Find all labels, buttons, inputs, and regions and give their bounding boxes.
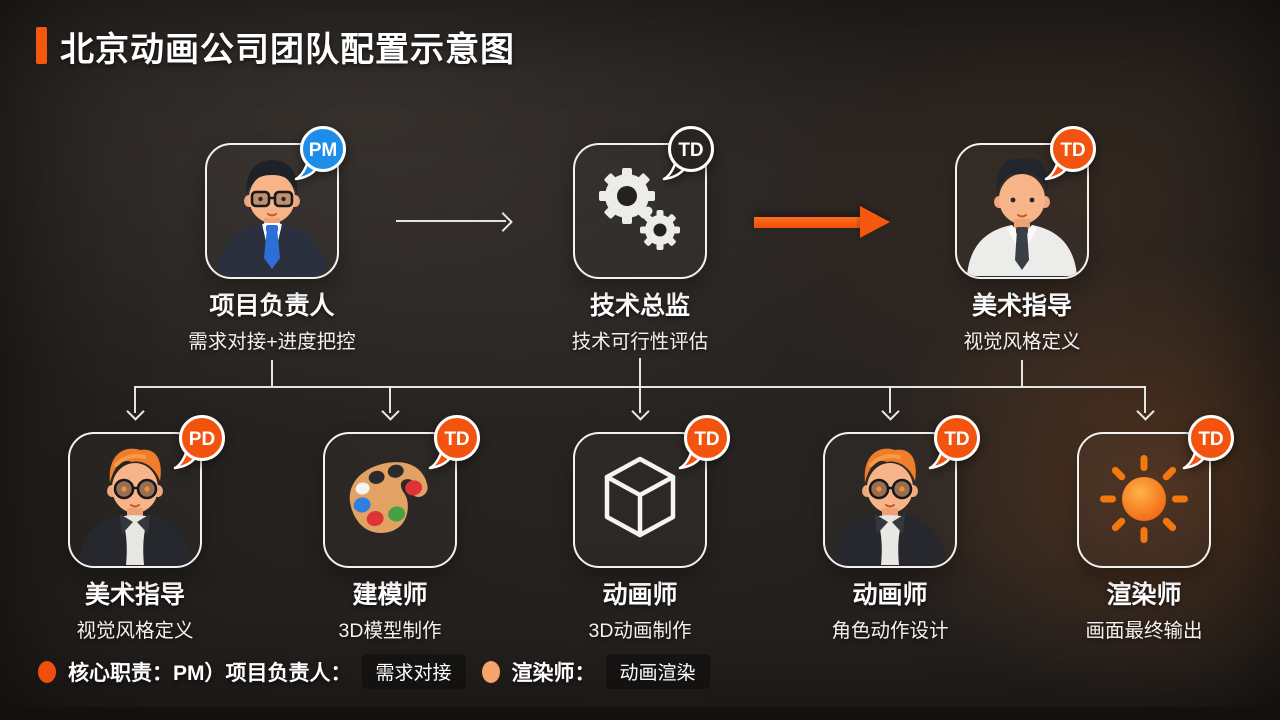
orange-hair-man-avatar-icon [833,448,947,565]
node-subtitle: 视觉风格定义 [963,330,1081,353]
node-subtitle: 画面最终输出 [1085,619,1203,642]
node-art-director-top: TD 美术指导 视觉风格定义 [932,126,1112,354]
art-director-card [955,143,1089,279]
td-badge-text: TD [944,429,969,450]
art-director-bottom-card [68,432,202,568]
td-badge-text: TD [1060,140,1085,161]
arrow-pm-to-td-head-icon [493,212,513,232]
modeler-card [323,432,457,568]
node-title: 美术指导 [84,581,185,609]
legend-dot-icon [481,660,500,683]
td-speech-badge: TD [662,126,714,181]
animator-character-card [823,432,957,568]
arrow-pm-to-td-line [396,220,506,222]
legend-dot-icon [38,660,56,683]
node-title: 技术总监 [589,292,690,320]
pm-speech-badge: PM [294,126,346,181]
legend: 核心职责：PM）项目负责人： 需求对接 渲染师： 动画渲染 [38,654,710,689]
td-badge-text: TD [1198,429,1223,450]
td-speech-badge: TD [928,415,980,470]
pd-speech-badge: PD [173,415,225,470]
paint-palette-icon [349,462,428,533]
renderer-card [1077,432,1211,568]
node-technical-director: TD 技术总监 技术可行性评估 [550,126,730,354]
connector-arrowhead-4-icon [881,402,900,421]
orange-hair-man-avatar-icon [78,448,192,565]
connector-drop-1 [134,386,136,413]
technical-director-card [573,143,707,279]
node-title: 动画师 [602,581,678,609]
connector-stub-pm [271,360,273,387]
td-badge-text: TD [678,140,703,161]
td-badge-text: TD [694,429,719,450]
node-subtitle: 需求对接+进度把控 [188,330,356,353]
node-subtitle: 角色动作设计 [831,619,949,642]
connector-arrowhead-5-icon [1136,402,1155,421]
connector-arrowhead-2-icon [381,402,400,421]
suit-man-avatar-icon [217,160,327,276]
node-title: 建模师 [352,581,428,609]
td-speech-badge: TD [678,415,730,470]
td-badge-text: TD [444,429,469,450]
page-title: 北京动画公司团队配置示意图 [60,31,515,69]
node-title: 美术指导 [971,292,1072,320]
connector-stub-ad [1021,360,1023,387]
node-title: 项目负责人 [209,292,335,320]
node-project-manager: PM 项目负责人 需求对接+进度把控 [182,126,362,354]
node-animator-3d: TD 动画师 3D动画制作 [550,415,730,643]
node-renderer: TD 渲染师 画面最终输出 [1054,415,1234,643]
node-art-director-bottom: PD 美术指导 视觉风格定义 [45,415,225,643]
connector-drop-2 [389,386,391,413]
title-accent-bar [36,27,47,64]
legend-chip-requirements: 需求对接 [361,654,466,689]
connector-drop-4 [889,386,891,413]
connector-drop-5 [1144,386,1146,413]
node-subtitle: 3D动画制作 [588,619,692,642]
legend-label-renderer: 渲染师： [511,661,596,685]
legend-chip-render: 动画渲染 [605,654,710,689]
node-animator-character: TD 动画师 角色动作设计 [800,415,980,643]
arrow-td-to-ad-line [754,217,860,228]
bottom-edge-strip [0,707,1280,720]
shirt-man-avatar-icon [967,158,1077,276]
td-speech-badge: TD [1044,126,1096,181]
td-speech-badge: TD [1182,415,1234,470]
node-subtitle: 技术可行性评估 [571,330,709,353]
node-title: 动画师 [852,581,928,609]
project-manager-card [205,143,339,279]
legend-label-core-duty: 核心职责：PM）项目负责人： [68,661,352,685]
td-speech-badge: TD [428,415,480,470]
node-title: 渲染师 [1106,581,1182,609]
connector-arrowhead-1-icon [126,402,145,421]
pm-badge-text: PM [309,140,338,161]
gears-icon [599,168,680,250]
connector-drop-3 [639,386,641,413]
node-subtitle: 视觉风格定义 [76,619,194,642]
animator-3d-card [573,432,707,568]
pd-badge-text: PD [189,429,215,450]
node-modeler: TD 建模师 3D模型制作 [300,415,480,643]
connector-stub-td [639,358,641,387]
connector-arrowhead-3-icon [631,402,650,421]
node-subtitle: 3D模型制作 [338,619,442,642]
sun-icon [1100,455,1188,543]
wireframe-cube-icon [604,456,676,538]
arrow-td-to-ad-head-icon [860,206,890,238]
